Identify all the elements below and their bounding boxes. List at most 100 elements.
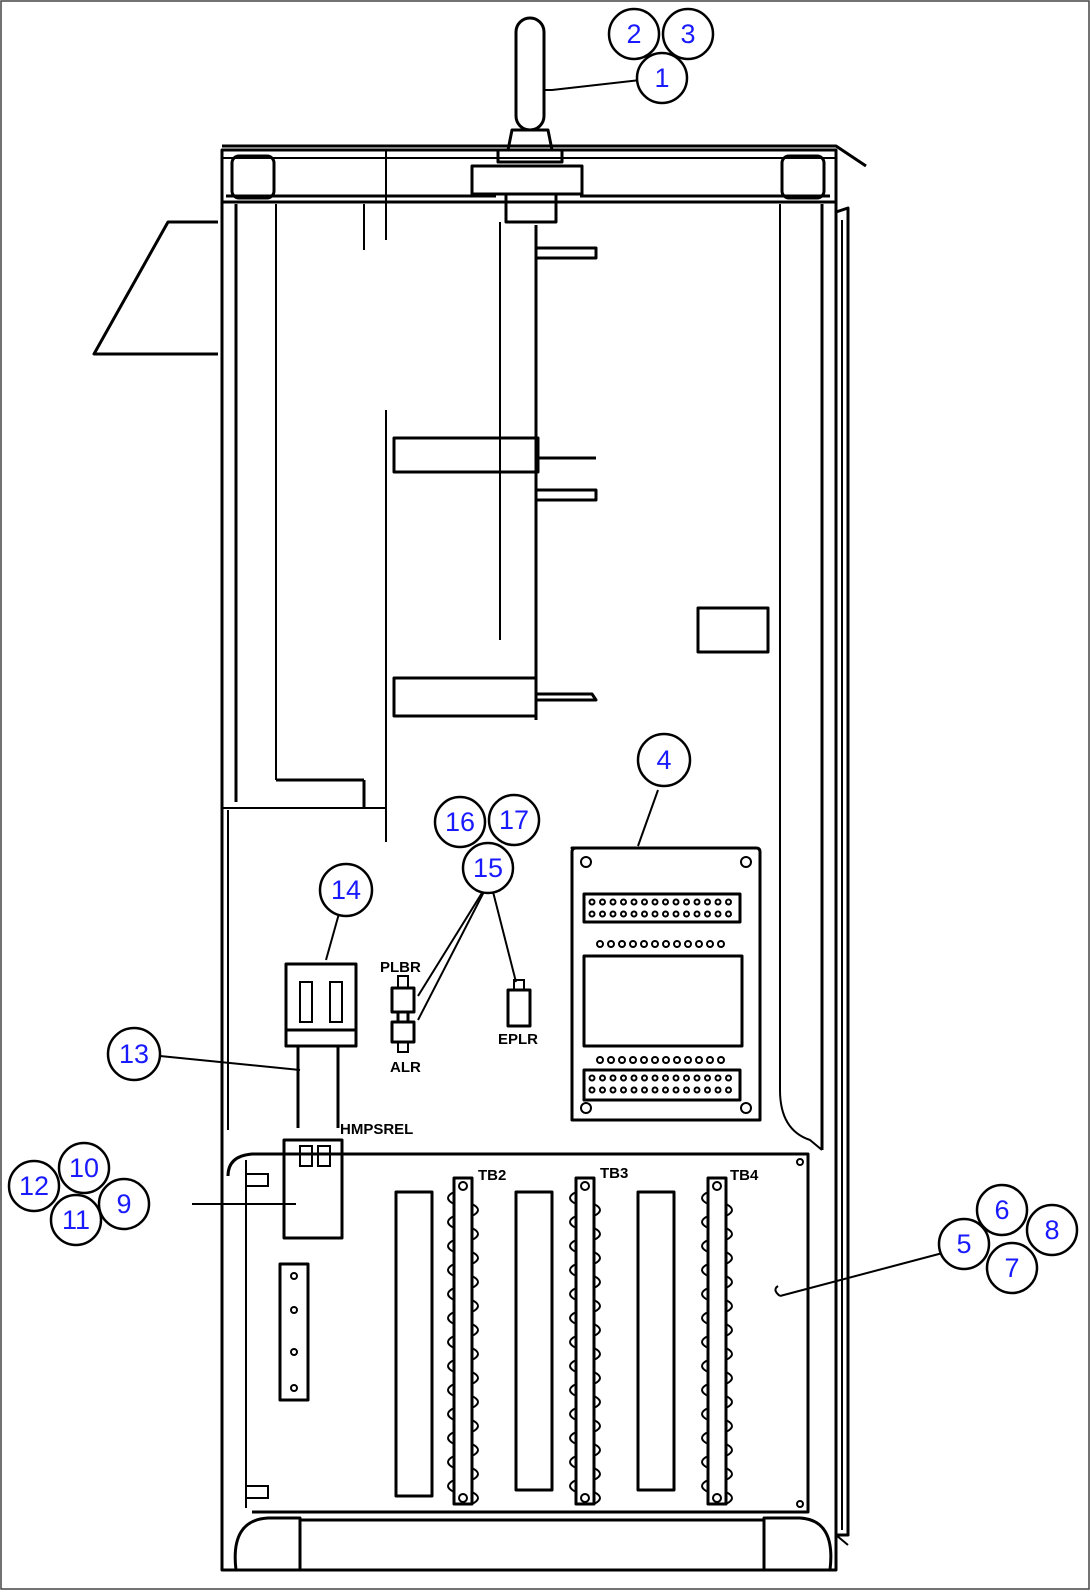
connector-pin [725,898,732,906]
callout-5: 5 [937,1217,991,1271]
callout-12: 12 [7,1159,61,1213]
connector-pin [704,1086,711,1094]
callout-2: 2 [607,7,661,61]
callout-11: 11 [49,1193,103,1247]
label-tb2: TB2 [478,1167,506,1184]
callout-1: 1 [635,51,689,105]
connector-pin [693,898,701,906]
connector-pin [651,1074,659,1082]
connector-pin [693,1074,701,1082]
svg-text:11: 11 [62,1205,90,1235]
connector-pin [672,1086,680,1094]
callout-14: 14 [318,862,374,918]
callout-4: 4 [636,732,692,788]
svg-text:5: 5 [956,1229,971,1259]
svg-text:10: 10 [69,1153,99,1183]
terminal-scallop [593,1203,601,1505]
svg-text:8: 8 [1044,1215,1059,1245]
connector-pin [609,1074,617,1082]
bottom-compartment [226,1138,833,1571]
label-tb4: TB4 [730,1167,759,1184]
connector-pin [695,1056,703,1064]
connector-pin [641,898,648,906]
connector-pin [609,1086,617,1094]
callout-8: 8 [1025,1203,1079,1257]
connector-pin [620,898,627,906]
connector-pin [588,1074,596,1082]
connector-pin [620,1074,627,1082]
connector-pin [725,1086,732,1094]
connector-pin [629,1056,637,1064]
connector-pin [618,940,626,948]
terminal-screw [458,1493,468,1503]
connector-pin [599,910,606,918]
connector-pin [662,1056,670,1064]
connector-pin [673,940,681,948]
svg-text:6: 6 [994,1195,1009,1225]
connector-pin [630,910,638,918]
label-alr: ALR [390,1059,421,1076]
connector-pin [618,1056,626,1064]
connector-pin [706,940,714,948]
connector-pin [684,940,692,948]
terminal-scallop [701,1191,709,1493]
svg-text:17: 17 [499,805,529,835]
terminal-screw [580,1181,590,1191]
connector-pin [588,898,596,906]
connector-pin [662,1086,669,1094]
connector-pin [725,1074,732,1082]
connector-pin [683,1074,690,1082]
controller-module [570,846,762,1122]
relay-eplr [506,979,532,1028]
left-bracket [92,220,218,356]
connector-pin [714,1086,722,1094]
connector-pin [662,1074,669,1082]
connector-pin [641,1074,648,1082]
connector-pin [640,940,648,948]
svg-text:2: 2 [626,19,641,49]
callout-10: 10 [57,1141,111,1195]
connector-pin [684,1056,692,1064]
svg-text:13: 13 [119,1039,149,1069]
connector-pin [704,910,711,918]
connector-pin [630,898,638,906]
svg-text:3: 3 [680,19,695,49]
terminal-screw [580,1493,590,1503]
svg-text:7: 7 [1004,1253,1019,1283]
svg-text:14: 14 [331,875,361,905]
connector-pin [704,1074,711,1082]
terminal-scallop [725,1203,733,1505]
connector-pin [609,910,617,918]
connector-pin [714,1074,722,1082]
svg-text:9: 9 [116,1189,131,1219]
cabinet-body [220,144,867,1572]
connector-pin [641,910,648,918]
callout-9: 9 [97,1177,151,1231]
relay-block [284,962,358,1128]
connector-pin [672,910,680,918]
connector-pin [673,1056,681,1064]
connector-pin [630,1074,638,1082]
connector-pin [651,1056,659,1064]
connector-pin [714,898,722,906]
connector-pin [704,898,711,906]
callout-13: 13 [106,1026,162,1082]
connector-pin [620,1086,627,1094]
connector-pin [609,898,617,906]
connector-pin [607,1056,615,1064]
mounting-rail [392,222,598,720]
connector-pin [651,898,659,906]
connector-pin [596,940,604,948]
label-tb3: TB3 [600,1165,628,1182]
connector-pin [695,940,703,948]
connector-pin [683,898,690,906]
label-hmpsrel: HMPSREL [340,1121,413,1138]
connector-pin [596,1056,604,1064]
label-plbr: PLBR [380,959,421,976]
callout-7: 7 [985,1241,1039,1295]
connector-pin [683,910,690,918]
callout-6: 6 [975,1183,1029,1237]
